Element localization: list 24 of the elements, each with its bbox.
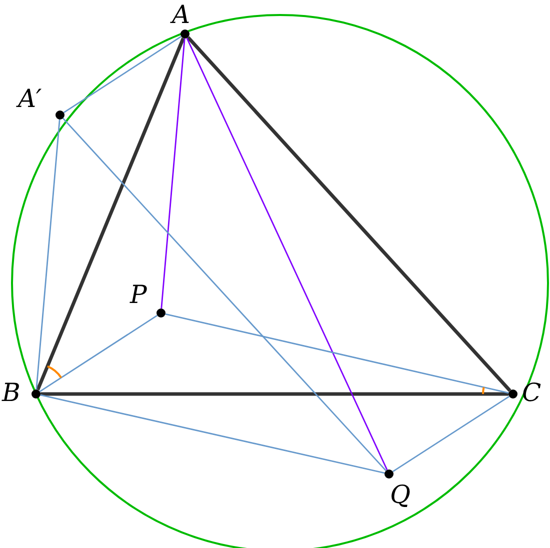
point-dot	[180, 30, 190, 38]
line-segment	[40, 394, 385, 474]
point-label: C	[522, 380, 542, 405]
point-label: P	[130, 282, 147, 307]
line-segment	[160, 38, 186, 309]
point-label: A′	[18, 86, 42, 111]
line-segment	[62, 118, 386, 472]
point-dot	[32, 390, 40, 398]
line-segment	[36, 119, 60, 390]
line-segment	[392, 396, 510, 472]
line-segment	[165, 313, 509, 394]
point-label: Q	[390, 482, 410, 507]
line-segment	[186, 38, 388, 470]
point-dot	[508, 390, 518, 398]
point-dot	[384, 470, 394, 478]
line-segment	[39, 314, 158, 392]
line-segment	[63, 36, 182, 114]
point-dot	[56, 110, 64, 120]
line-segment	[36, 37, 185, 391]
line-segment	[40, 392, 508, 396]
point-dot	[156, 308, 166, 318]
line-segment	[186, 36, 512, 392]
point-label: A	[172, 2, 190, 27]
point-label: B	[2, 380, 20, 405]
